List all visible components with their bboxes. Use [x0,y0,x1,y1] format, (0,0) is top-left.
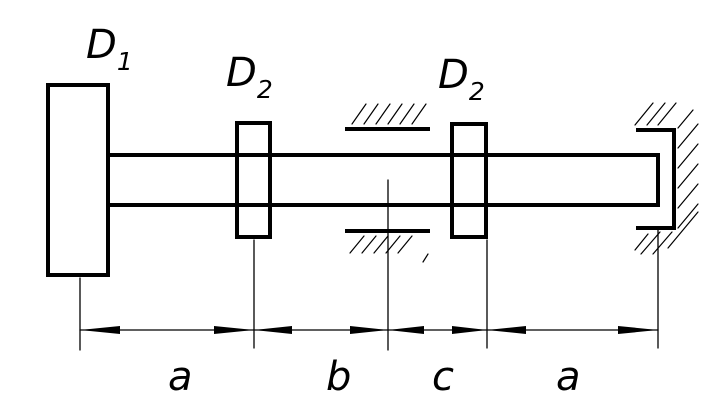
dimension-arrows [80,326,658,334]
disk-3-letter: D [438,52,469,98]
disk-2-label: D2 [226,50,273,104]
end-support [634,102,699,255]
dimension-label-b: b [326,354,351,400]
disk-1-label: D1 [86,22,133,76]
dimension-line [79,326,659,334]
disk-2-index: 2 [257,75,273,104]
extension-lines [79,179,659,351]
disk-3 [450,122,488,239]
dimension-label-a2: a [556,354,581,400]
disk-1-index: 1 [117,47,133,76]
shaft [108,153,658,207]
disk-2 [235,121,272,239]
dimension-label-c: c [432,354,454,400]
disk-3-label: D2 [438,52,485,106]
disk-2-letter: D [226,50,257,96]
disk-3-index: 2 [469,77,485,106]
middle-bearing-hatch-bottom [349,235,429,263]
end-support-hatch [634,102,699,255]
dimension-label-a1: a [168,354,193,400]
middle-bearing [345,103,430,263]
disk-1-letter: D [86,22,117,68]
middle-bearing-hatch-top [351,103,427,125]
disk-1 [46,83,110,277]
